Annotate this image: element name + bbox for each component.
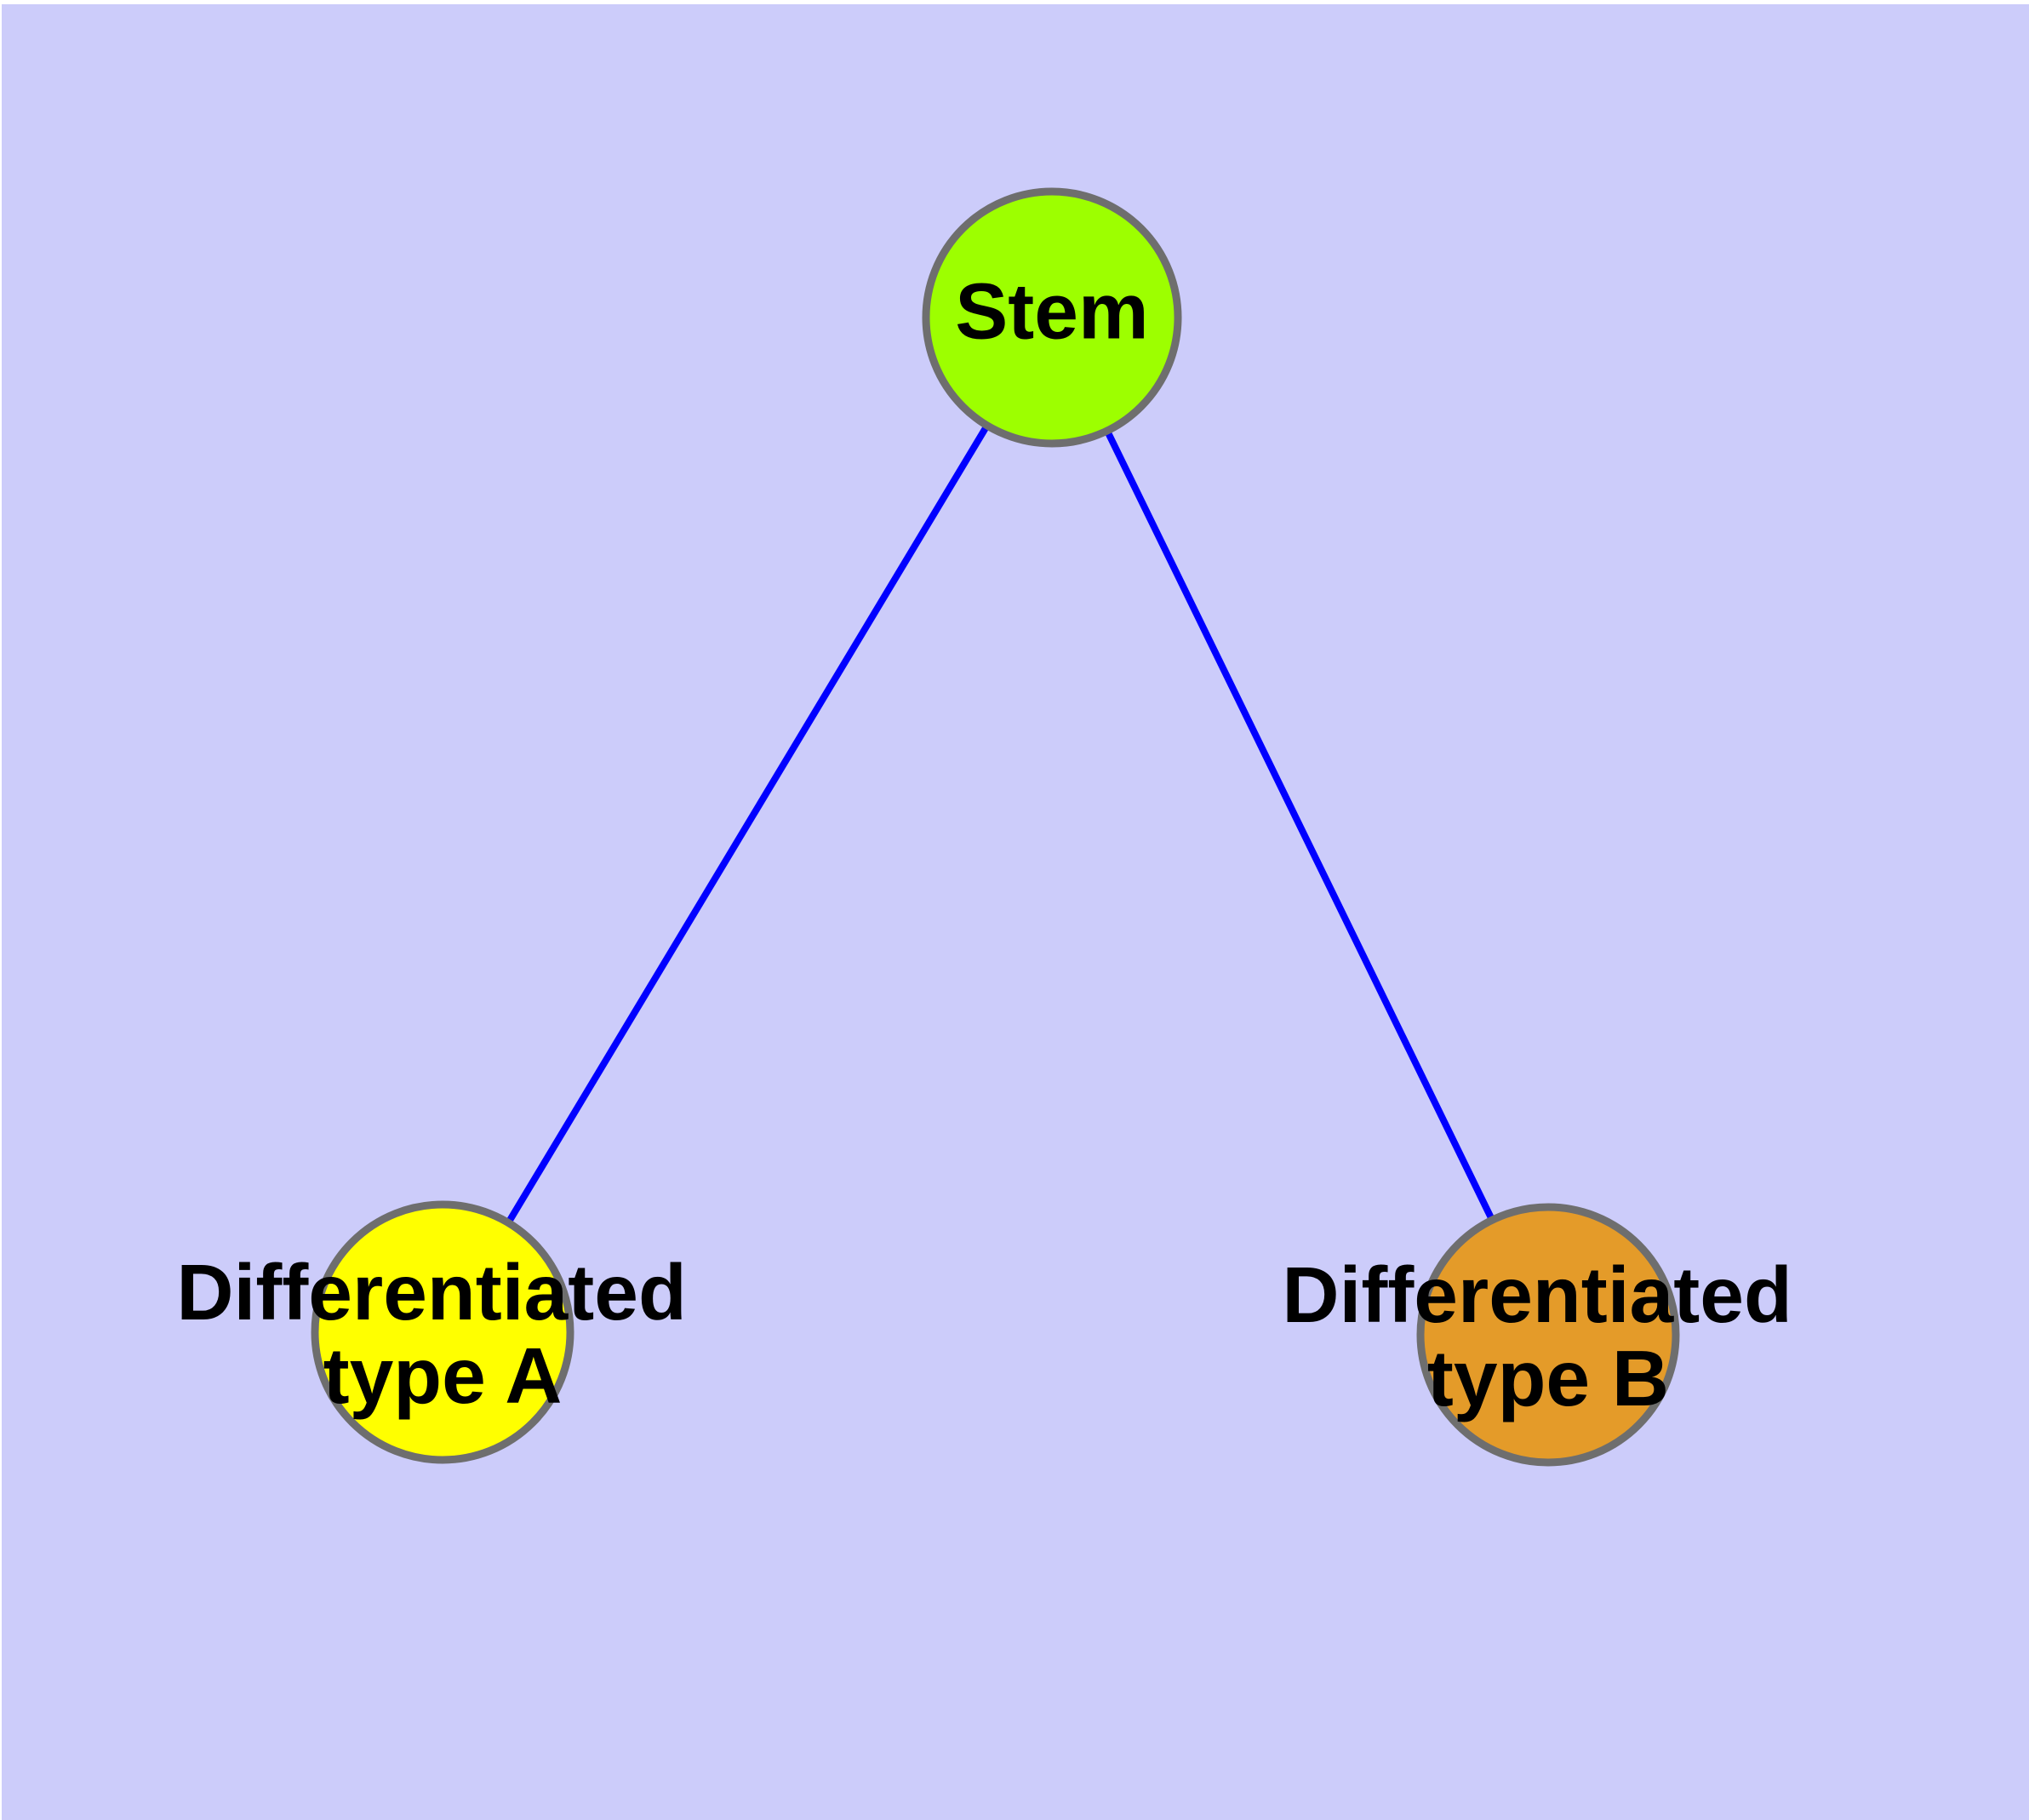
node-label-differentiated-type-b: Differentiated type B bbox=[1282, 1251, 1814, 1422]
edge-layer bbox=[439, 315, 1552, 1336]
edge-stem-to-differentiated-type-a[interactable] bbox=[439, 315, 1055, 1335]
node-differentiated-type-a[interactable] bbox=[311, 1200, 574, 1464]
node-label-line-b2: type B bbox=[1427, 1334, 1669, 1422]
node-label-layer: Stem Differentiated type A Differentiate… bbox=[176, 267, 1814, 1422]
node-layer bbox=[311, 187, 1680, 1467]
node-stem[interactable] bbox=[922, 187, 1182, 448]
node-label-line-a2: type A bbox=[323, 1331, 563, 1420]
node-differentiated-type-b[interactable] bbox=[1416, 1203, 1680, 1467]
edge-stem-to-differentiated-type-b[interactable] bbox=[1049, 316, 1552, 1336]
node-label-line-a1: Differentiated bbox=[176, 1248, 686, 1336]
node-label-stem: Stem bbox=[955, 267, 1148, 356]
node-label-differentiated-type-a: Differentiated type A bbox=[176, 1248, 708, 1420]
node-label-line-b1: Differentiated bbox=[1282, 1251, 1792, 1339]
